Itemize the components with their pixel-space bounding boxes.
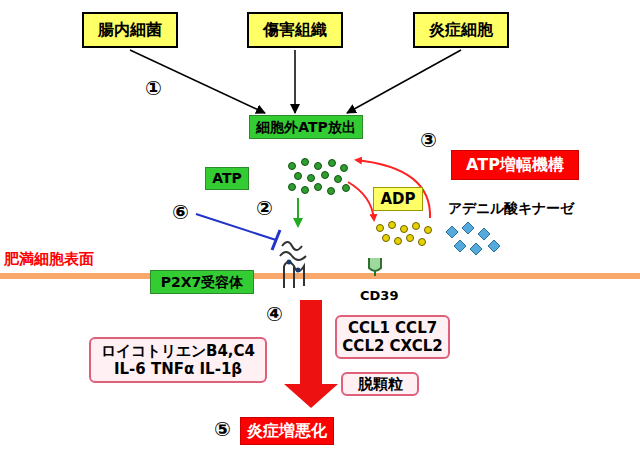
source-box: 炎症細胞 xyxy=(413,12,509,48)
box-text: ADP xyxy=(380,190,415,208)
big-arrow xyxy=(284,300,338,408)
conversion-arrow xyxy=(348,182,374,220)
p2x7-receptor xyxy=(280,242,306,288)
receptor-box: P2X7受容体 xyxy=(150,270,254,294)
inhibitor-bar xyxy=(272,230,280,250)
flow-arrow xyxy=(294,50,296,113)
flow-arrow xyxy=(347,50,461,113)
atp-box: ATP xyxy=(205,167,249,190)
atp-arrow xyxy=(297,198,299,226)
box-text: ATP増幅機構 xyxy=(466,155,564,174)
box-text: CCL1 CCL7 xyxy=(348,319,437,337)
callout-number: ② xyxy=(256,196,273,220)
cd39-symbol xyxy=(369,258,381,276)
outcome-box: 炎症増悪化 xyxy=(240,417,334,445)
callout-number: ⑥ xyxy=(172,200,189,224)
atp-dots xyxy=(289,159,350,195)
receptor-dot xyxy=(296,268,301,273)
enzyme-label: アデニル酸キナーゼ xyxy=(448,200,574,218)
box-text: 炎症増悪化 xyxy=(247,421,327,440)
kinase-diamonds xyxy=(446,222,500,255)
mechanism-box: ATP増幅機構 xyxy=(451,150,579,180)
flow-arrow xyxy=(130,50,265,113)
release-box: 細胞外ATP放出 xyxy=(249,115,363,139)
region-label: 肥満細胞表面 xyxy=(4,250,94,269)
amplification-arrow xyxy=(356,160,430,218)
source-box: 傷害組織 xyxy=(247,12,343,48)
callout-number: ⑤ xyxy=(214,417,231,441)
adp-box: ADP xyxy=(373,187,423,211)
degranulation-box: 脱顆粒 xyxy=(341,372,419,396)
callout-number: ④ xyxy=(266,302,283,326)
chemokine-box: CCL1 CCL7CCL2 CXCL2 xyxy=(335,315,450,359)
box-text: ロイコトリエンB4,C4 xyxy=(101,342,255,360)
box-text: 脱顆粒 xyxy=(358,375,403,393)
mediator-box: ロイコトリエンB4,C4IL-6 TNFα IL-1β xyxy=(89,337,267,383)
box-text: 細胞外ATP放出 xyxy=(256,119,356,136)
box-text: 炎症細胞 xyxy=(429,20,493,39)
box-text: 傷害組織 xyxy=(263,20,327,39)
adp-dots xyxy=(377,222,432,246)
membrane-band xyxy=(0,273,640,279)
callout-number: ① xyxy=(145,76,162,100)
box-text: IL-6 TNFα IL-1β xyxy=(114,360,242,378)
box-text: 腸内細菌 xyxy=(98,20,162,39)
receptor-dot xyxy=(287,260,292,265)
cd39-label: CD39 xyxy=(360,288,398,303)
box-text: ATP xyxy=(212,170,242,187)
box-text: P2X7受容体 xyxy=(161,274,244,291)
box-text: CCL2 CXCL2 xyxy=(342,337,442,355)
callout-number: ③ xyxy=(420,128,437,152)
source-box: 腸内細菌 xyxy=(82,12,178,48)
